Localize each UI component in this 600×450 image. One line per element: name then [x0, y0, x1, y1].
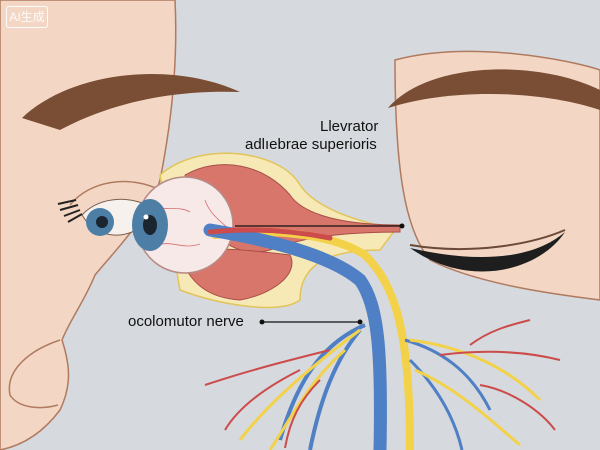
- right-eyebrow: [388, 69, 600, 110]
- left-pupil: [96, 216, 108, 228]
- right-eyelashes: [410, 232, 565, 272]
- left-eyebrow: [22, 74, 240, 130]
- nerve-label: ocolomutor nerve: [128, 313, 244, 330]
- red-branch-right: [439, 319, 561, 431]
- right-face: [394, 50, 600, 301]
- muscle-label-line1: Llevrator: [320, 118, 379, 135]
- muscle-leader-dot: [399, 223, 405, 229]
- red-branch-left: [204, 349, 331, 449]
- left-upper-eyelid: [69, 180, 161, 206]
- red-vessel-main: [207, 227, 333, 241]
- left-nose: [8, 339, 61, 409]
- muscle-label-line2: adlıebrae superioris: [245, 136, 377, 153]
- blue-nerve-main: [203, 223, 387, 450]
- yellow-branch-right: [409, 338, 542, 447]
- yellow-branch-left: [238, 328, 361, 450]
- left-eyelashes: [57, 199, 83, 223]
- nerve-leader-dot-left: [259, 319, 265, 325]
- right-closed-eyelid: [409, 229, 566, 250]
- watermark-logo: AI生成: [6, 6, 48, 28]
- pupil: [143, 215, 157, 235]
- blue-branch-right: [404, 338, 492, 450]
- nerve-leader-dot-right: [357, 319, 363, 325]
- pupil-highlight: [143, 214, 149, 220]
